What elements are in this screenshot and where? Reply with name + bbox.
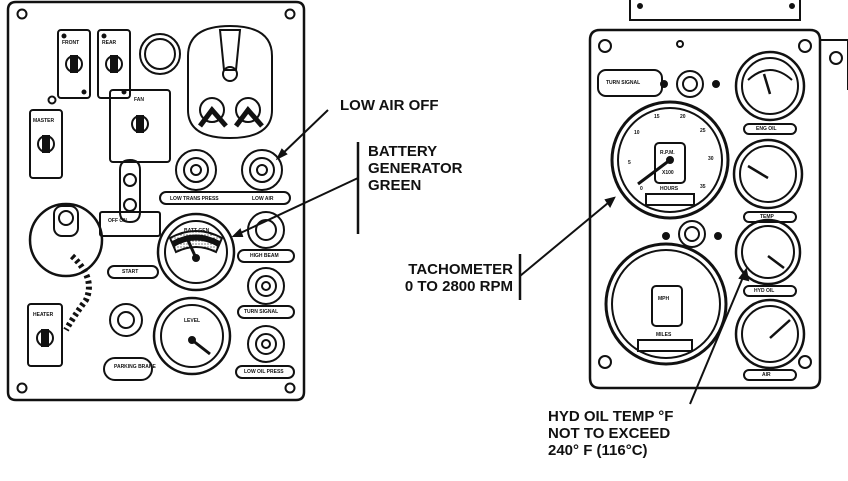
round-button[interactable]	[139, 33, 181, 75]
low-oil-press-lamp	[235, 325, 295, 379]
gauge-top-right	[734, 50, 806, 135]
callout-rpm-range-line: 0 TO 2800 RPM	[404, 278, 513, 295]
speed-miles-label: MILES	[656, 332, 672, 338]
right-panel	[588, 0, 848, 390]
tach-tick: 25	[700, 128, 706, 134]
callout-temp-limit-line: 240° F (116°C)	[548, 442, 648, 459]
callout-battery-generator: BATTERY GENERATOR GREEN	[368, 143, 462, 194]
ignition-switch[interactable]	[99, 158, 161, 279]
tachometer	[610, 100, 730, 220]
heater-label: HEATER	[33, 312, 54, 318]
right-turn-signal-label: TURN SIGNAL	[606, 80, 641, 86]
tach-tick: 10	[634, 130, 640, 136]
low-air-label: LOW AIR	[252, 196, 274, 202]
callout-generator-line: GENERATOR	[368, 160, 463, 177]
gauge-eng-temp	[732, 138, 804, 223]
middle-indicator-lamp	[662, 220, 722, 248]
tach-tick: 20	[680, 114, 686, 120]
tach-tick: 0	[640, 186, 643, 192]
battery-gauge	[156, 212, 236, 292]
hyd-oil-label: HYD OIL	[754, 288, 775, 294]
parking-brake-label: PARKING BRAKE	[114, 364, 156, 370]
front-floor-switch[interactable]	[57, 29, 91, 99]
fan-label: FAN	[134, 97, 144, 103]
callout-hyd-oil-temp: HYD OIL TEMP °F NOT TO EXCEED 240° F (11…	[548, 408, 673, 459]
speedometer	[604, 242, 728, 366]
callout-tachometer-line: TACHOMETER	[408, 261, 513, 278]
low-oil-press-label: LOW OIL PRESS	[244, 369, 284, 375]
arrow-tachometer	[604, 196, 616, 208]
eng-oil-label: ENG OIL	[756, 126, 777, 132]
high-beam-label: HIGH BEAM	[250, 253, 279, 259]
leader-tachometer	[519, 197, 615, 277]
parking-brake-knob[interactable]	[103, 303, 153, 381]
level-gauge-label: LEVEL	[184, 318, 201, 324]
tach-x100-label: X100	[662, 170, 674, 176]
gauge-hyd-oil-temp	[734, 218, 802, 297]
leader-battery	[233, 177, 359, 237]
callout-tachometer: TACHOMETER 0 TO 2800 RPM	[373, 261, 513, 295]
master-switch-label: MASTER	[33, 118, 55, 124]
rear-floor-switch[interactable]	[97, 29, 131, 99]
turn-signal-label: TURN SIGNAL	[244, 309, 279, 315]
low-trans-press-lamp	[175, 149, 217, 191]
temp-label: TEMP	[760, 214, 774, 220]
front-floor-label: FRONT	[62, 40, 80, 46]
speed-mph-label: MPH	[658, 296, 670, 302]
batt-gen-label: BATT GEN	[184, 228, 210, 234]
callout-not-exceed-line: NOT TO EXCEED	[548, 425, 671, 442]
gauge-air-press	[734, 298, 806, 381]
turn-signal-lamp	[237, 267, 295, 319]
heater-switch[interactable]	[27, 303, 63, 367]
callout-battery-line: BATTERY	[368, 143, 438, 160]
rear-floor-label: REAR	[102, 40, 117, 46]
fuel-cap[interactable]	[28, 202, 104, 332]
tach-rpm-label: R.P.M.	[660, 150, 675, 156]
lamp-label-plate-1	[159, 191, 291, 205]
tach-tick: 15	[654, 114, 660, 120]
level-gauge	[152, 296, 232, 376]
start-label: START	[122, 269, 139, 275]
ignition-label: OFF ON	[108, 218, 127, 224]
leader-hyd-oil	[689, 269, 747, 405]
leader-low-air	[277, 109, 329, 159]
arrow-battery	[231, 228, 244, 237]
master-switch[interactable]	[29, 109, 63, 179]
leader-lines	[231, 109, 750, 405]
low-trans-press-label: LOW TRANS PRESS	[170, 196, 219, 202]
fan-switch[interactable]	[109, 89, 171, 163]
callout-hyd-oil-line: HYD OIL TEMP °F	[548, 408, 674, 425]
arrow-hyd-oil	[738, 267, 750, 282]
tach-hours-label: HOURS	[660, 186, 679, 192]
tach-tick: 35	[700, 184, 706, 190]
callout-low-air-off: LOW AIR OFF	[340, 97, 439, 114]
callout-green-line: GREEN	[368, 177, 422, 194]
tach-tick: 30	[708, 156, 714, 162]
air-label: AIR	[762, 372, 771, 378]
left-panel	[6, 0, 306, 402]
top-indicator-lamp	[660, 70, 720, 98]
tach-tick: 5	[628, 160, 631, 166]
low-air-lamp	[241, 149, 283, 191]
light-switch-plate[interactable]	[187, 24, 273, 140]
arrow-low-air	[275, 148, 288, 161]
